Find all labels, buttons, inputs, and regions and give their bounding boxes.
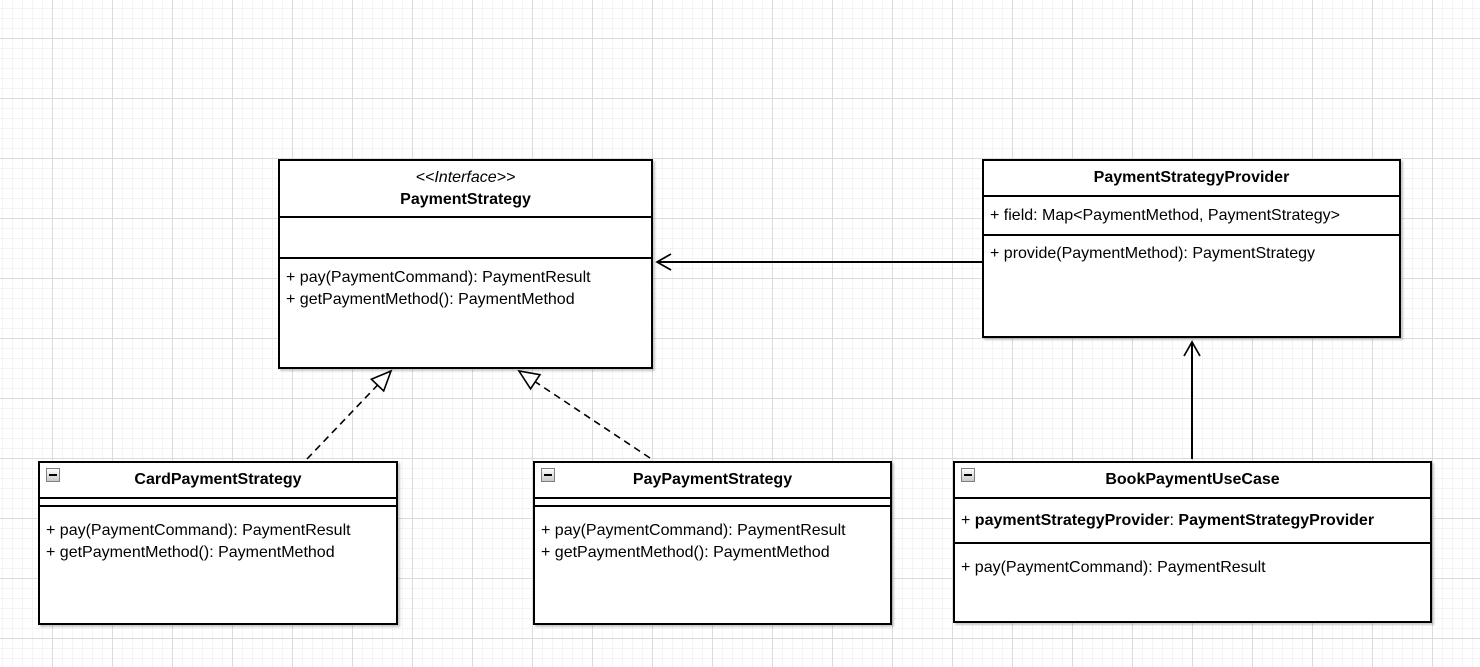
fields-compartment-empty [535, 497, 890, 505]
collapse-icon[interactable] [541, 468, 555, 482]
method-item: + pay(PaymentCommand): PaymentResult [46, 522, 351, 539]
class-name: PaymentStrategyProvider [1093, 169, 1290, 186]
class-header: CardPaymentStrategy [40, 463, 396, 497]
field-colon: : [1169, 511, 1179, 529]
method-item: + getPaymentMethod(): PaymentMethod [286, 291, 575, 308]
class-name: PaymentStrategy [400, 190, 531, 208]
realization-edge-pay-to-interface[interactable] [517, 369, 651, 459]
stereotype-label: <<Interface>> [415, 168, 516, 186]
realization-edge-card-to-interface[interactable] [306, 369, 393, 460]
class-box-payment-strategy-provider[interactable]: PaymentStrategyProvider + field: Map<Pay… [982, 159, 1401, 338]
method-item: + pay(PaymentCommand): PaymentResult [961, 559, 1266, 576]
class-header: <<Interface>> PaymentStrategy [280, 161, 651, 216]
field-item: + field: Map<PaymentMethod, PaymentStrat… [990, 206, 1340, 224]
method-item: + getPaymentMethod(): PaymentMethod [46, 544, 335, 561]
methods-compartment: + pay(PaymentCommand): PaymentResult + g… [535, 505, 890, 623]
class-box-pay-payment-strategy[interactable]: PayPaymentStrategy + pay(PaymentCommand)… [533, 461, 892, 625]
class-box-payment-strategy[interactable]: <<Interface>> PaymentStrategy + pay(Paym… [278, 159, 653, 369]
method-item: + provide(PaymentMethod): PaymentStrateg… [990, 245, 1316, 262]
class-header: PaymentStrategyProvider [984, 161, 1399, 195]
class-header: BookPaymentUseCase [955, 463, 1430, 497]
fields-compartment-empty [280, 216, 651, 257]
fields-compartment-empty [40, 497, 396, 505]
method-item: + pay(PaymentCommand): PaymentResult [541, 522, 846, 539]
methods-compartment: + pay(PaymentCommand): PaymentResult + g… [280, 257, 651, 367]
fields-compartment: + paymentStrategyProvider: PaymentStrate… [955, 497, 1430, 542]
field-type: PaymentStrategyProvider [1178, 511, 1375, 529]
class-box-card-payment-strategy[interactable]: CardPaymentStrategy + pay(PaymentCommand… [38, 461, 398, 625]
collapse-icon[interactable] [46, 468, 60, 482]
class-header: PayPaymentStrategy [535, 463, 890, 497]
class-name: BookPaymentUseCase [1105, 471, 1280, 488]
method-item: + pay(PaymentCommand): PaymentResult [286, 269, 591, 286]
fields-compartment: + field: Map<PaymentMethod, PaymentStrat… [984, 195, 1399, 234]
methods-compartment: + pay(PaymentCommand): PaymentResult + g… [40, 505, 396, 623]
class-name: CardPaymentStrategy [134, 471, 302, 488]
methods-compartment: + pay(PaymentCommand): PaymentResult [955, 542, 1430, 621]
field-visibility: + [961, 511, 975, 529]
class-box-book-payment-use-case[interactable]: BookPaymentUseCase + paymentStrategyProv… [953, 461, 1432, 623]
class-name: PayPaymentStrategy [632, 471, 793, 488]
method-item: + getPaymentMethod(): PaymentMethod [541, 544, 830, 561]
methods-compartment: + provide(PaymentMethod): PaymentStrateg… [984, 234, 1399, 336]
field-name: paymentStrategyProvider [974, 511, 1170, 529]
collapse-icon[interactable] [961, 468, 975, 482]
